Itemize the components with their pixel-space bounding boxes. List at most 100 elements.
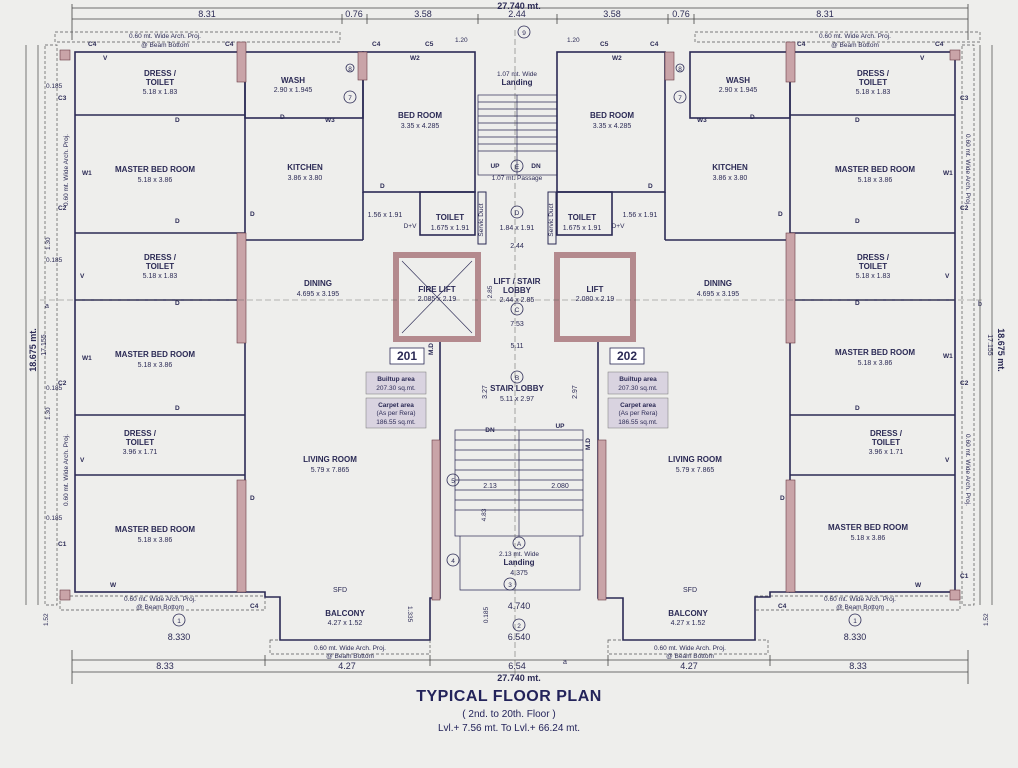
lift-shafts: [393, 191, 636, 342]
master-bed-room-2-name: MASTER BED ROOM: [115, 350, 195, 359]
passage-label: 1.07 mt. Passage: [492, 175, 543, 182]
grid-8-left: 8: [348, 66, 352, 73]
balcony-name: BALCONY: [325, 609, 365, 618]
dim-130-left-a: 1.30: [45, 237, 52, 250]
r-bed-room-size: 3.35 x 4.285: [593, 123, 632, 130]
landing-bottom-1: 2.13 mt. Wide: [499, 551, 539, 558]
r-sfd-label: SFD: [683, 587, 697, 594]
grid-a-bottom: a: [563, 659, 567, 666]
overall-height-right: 18.675 mt.: [996, 328, 1006, 372]
r-master-bed-room-2-size: 5.18 x 3.86: [858, 360, 893, 367]
col-c1: C1: [58, 541, 67, 548]
arch-side-2: 0.60 mt. Wide Arch. Proj.: [63, 434, 70, 506]
grid-9: 9: [522, 30, 526, 37]
vent-v-2: V: [80, 273, 85, 280]
wash-name: WASH: [281, 76, 305, 85]
r-passage-size: 1.56 x 1.91: [623, 212, 658, 219]
grid-8-right: 8: [678, 66, 682, 73]
r-master-bed-room-2-name: MASTER BED ROOM: [835, 348, 915, 357]
bottom-dim-1: 8.33: [156, 661, 174, 671]
r-living-room-name: LIVING ROOM: [668, 455, 722, 464]
beam-bottom-balcony: @ Beam Bottom: [326, 653, 374, 660]
r-col-c4-b: C4: [797, 41, 806, 48]
master-bed-room-1-name: MASTER BED ROOM: [115, 165, 195, 174]
col-c5: C5: [425, 41, 434, 48]
grid-1-right: 1: [853, 618, 857, 625]
left-flat-labels: DRESS / TOILET 5.18 x 1.83 MASTER BED RO…: [43, 33, 469, 660]
door-d-8: D: [250, 495, 255, 502]
arch-proj-bottom: 0.60 mt. Wide Arch. Proj.: [124, 596, 196, 603]
top-dim-5: 3.58: [603, 9, 621, 19]
grid-c: C: [515, 307, 520, 314]
r-window-w3: W3: [697, 117, 707, 124]
r-window-w2: W2: [612, 55, 622, 62]
title-block: TYPICAL FLOOR PLAN ( 2nd. to 20th. Floor…: [0, 688, 1018, 734]
flat-201-carpet-note: (As per Rera): [376, 410, 415, 417]
width-244: 2.44: [510, 243, 524, 250]
bottom-dim-5: 8.33: [849, 661, 867, 671]
door-d-3: D: [175, 300, 180, 307]
arch-proj-balcony: 0.60 mt. Wide Arch. Proj.: [314, 645, 386, 652]
r-vent-v-1: V: [920, 55, 925, 62]
door-d-7: D: [380, 183, 385, 190]
grid-7-left: 7: [348, 95, 352, 102]
stair-lobby-size: 5.11 x 2.97: [500, 396, 534, 403]
bottom-dim-3: 6.54: [508, 661, 526, 671]
r-door-d-2: D: [855, 218, 860, 225]
top-dim-3: 3.58: [414, 9, 432, 19]
r-door-d-1: D: [855, 117, 860, 124]
r-kitchen-name: KITCHEN: [712, 163, 748, 172]
dn-top: DN: [531, 163, 541, 170]
master-bed-room-3-name: MASTER BED ROOM: [115, 525, 195, 534]
window-w1-b: W1: [82, 355, 92, 362]
r-col-c4-d: C4: [778, 603, 787, 610]
r-bed-room-name: BED ROOM: [590, 111, 634, 120]
d-size: 1.84 x 1.91: [500, 225, 535, 232]
grid-b-right: b: [978, 301, 982, 308]
dining-size: 4.695 x 3.195: [297, 291, 340, 298]
dim-0185-left-d: 0.185: [46, 515, 63, 522]
plan-subtitle: ( 2nd. to 20th. Floor ): [462, 709, 556, 720]
r-beam-bottom-bottom: @ Beam Bottom: [836, 604, 884, 611]
height-0185: 0.185: [483, 606, 490, 623]
dim-0185-left-c: 0.185: [46, 385, 63, 392]
r-dress-toilet-3-size: 3.96 x 1.71: [869, 449, 904, 456]
height-297: 2.97: [572, 385, 579, 399]
r-beam-bottom-balcony: @ Beam Bottom: [666, 653, 714, 660]
col-c3: C3: [58, 95, 67, 102]
top-dim-texts: 8.31 0.76 3.58 2.44 3.58 0.76 8.31: [198, 9, 834, 19]
r-dining-name: DINING: [704, 279, 732, 288]
r-master-bed-room-3-size: 5.18 x 3.86: [851, 535, 886, 542]
grid-1-left: 1: [177, 618, 181, 625]
r-door-d-4: D: [855, 405, 860, 412]
flat-202-builtup-value: 207.30 sq.mt.: [618, 385, 658, 392]
flat-202-info: 202 Builtup area 207.30 sq.mt. Carpet ar…: [607, 347, 669, 429]
flat-201-number: 201: [397, 349, 417, 363]
r-col-c2-b: C2: [960, 380, 969, 387]
flat-202-carpet-label: Carpet area: [620, 402, 656, 409]
main-door-left: M.D: [428, 343, 435, 355]
r-kitchen-size: 3.86 x 3.80: [713, 175, 748, 182]
flat-201-builtup-value: 207.30 sq.mt.: [376, 385, 416, 392]
bed-room-size: 3.35 x 4.285: [401, 123, 440, 130]
door-d-5: D: [250, 211, 255, 218]
plan-levels: Lvl.+ 7.56 mt. To Lvl.+ 66.24 mt.: [437, 723, 581, 734]
sfd-label: SFD: [333, 587, 347, 594]
top-dimension-lines: [71, 4, 969, 40]
r-balcony-name: BALCONY: [668, 609, 708, 618]
r-toilet-name: TOILET: [568, 213, 596, 222]
r-vent-v-3: V: [945, 457, 950, 464]
r-arch-proj-bottom: 0.60 mt. Wide Arch. Proj.: [824, 596, 896, 603]
window-w3: W3: [325, 117, 335, 124]
landing-bottom-2: Landing: [503, 558, 534, 567]
overall-height-left: 18.675 mt.: [28, 328, 38, 372]
r-col-c3: C3: [960, 95, 969, 102]
master-bed-room-1-size: 5.18 x 3.86: [138, 177, 173, 184]
door-d-1: D: [175, 117, 180, 124]
dress-toilet-2-name: DRESS /: [144, 253, 177, 262]
width-213: 2.13: [483, 483, 497, 490]
lobby-size: 2.44 x 2.85: [500, 297, 535, 304]
fire-lift-size: 2.085 x 2.19: [418, 296, 457, 303]
kitchen-size: 3.86 x 3.80: [288, 175, 323, 182]
r-master-bed-room-3-name: MASTER BED ROOM: [828, 523, 908, 532]
